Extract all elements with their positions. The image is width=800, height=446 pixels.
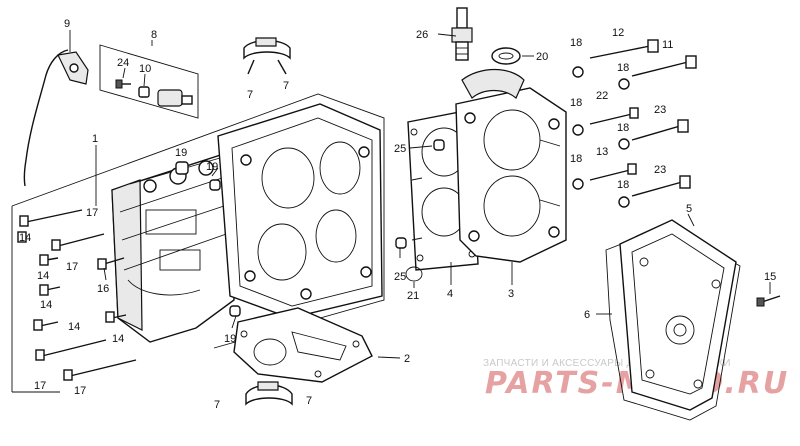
part-23-bolt-bottom xyxy=(631,175,691,197)
callout-14-e: 14 xyxy=(112,333,124,345)
part-1-cylinder-block xyxy=(111,151,235,343)
part-19-dowel-c xyxy=(229,305,241,317)
part-18-washers xyxy=(572,66,630,208)
callout-20: 20 xyxy=(536,51,548,63)
callout-26: 26 xyxy=(416,29,428,41)
part-21-o-ring xyxy=(405,266,423,282)
part-2-gasket xyxy=(233,307,373,383)
callout-23-b: 23 xyxy=(654,164,666,176)
callout-7-d: 7 xyxy=(306,395,312,407)
part-19-dowel-b xyxy=(209,179,221,191)
part-14-bolt-c xyxy=(39,284,61,296)
part-8-frame xyxy=(99,44,199,119)
callout-6: 6 xyxy=(584,309,590,321)
part-26-spark-plug xyxy=(451,7,473,61)
callout-18-d: 18 xyxy=(617,122,629,134)
callout-3: 3 xyxy=(508,288,514,300)
callout-19-c: 19 xyxy=(224,333,236,345)
part-11-bolt xyxy=(631,55,697,77)
block-group-frame xyxy=(11,93,385,393)
part-20-seal xyxy=(491,47,521,65)
part-15-bolt xyxy=(756,295,781,307)
part-25-dowel xyxy=(395,139,445,249)
part-14-bolt-b xyxy=(39,254,59,266)
callout-18-a: 18 xyxy=(570,37,582,49)
part-14-bolt-d xyxy=(33,319,59,331)
part-17-bolt-bottom xyxy=(63,359,137,381)
callout-17-c: 17 xyxy=(34,380,46,392)
callout-4: 4 xyxy=(447,288,453,300)
callout-21: 21 xyxy=(407,290,419,302)
part-10-washer xyxy=(138,86,150,98)
callout-19-a: 19 xyxy=(175,147,187,159)
part-17-bolt-top xyxy=(19,209,83,227)
callout-24: 24 xyxy=(117,57,129,69)
callout-1: 1 xyxy=(92,133,98,145)
part-17-bolt-mid xyxy=(51,233,105,251)
callout-7-c: 7 xyxy=(214,399,220,411)
part-crankcase-casting xyxy=(217,103,383,319)
callout-10: 10 xyxy=(139,63,151,75)
callout-14-b: 14 xyxy=(37,270,49,282)
callout-16: 16 xyxy=(97,283,109,295)
part-16-bolt xyxy=(97,257,125,270)
part-14-bolt-e xyxy=(105,311,127,323)
part-14-bolt-a xyxy=(17,231,27,243)
callout-14-c: 14 xyxy=(40,299,52,311)
part-19-dowel-a xyxy=(175,161,189,175)
part-5-head-cover xyxy=(619,219,737,411)
callout-25-b: 25 xyxy=(394,271,406,283)
callout-18-c: 18 xyxy=(570,97,582,109)
callout-labels: 9 8 24 10 1 7 7 19 19 19 17 14 17 14 16 … xyxy=(19,18,776,411)
part-7-collar-bottom xyxy=(245,381,293,406)
watermark-caption: ЗАПЧАСТИ И АКСЕССУАРЫ ДЛЯ МОТОТЕХНИКИ xyxy=(483,358,731,369)
callout-19-b: 19 xyxy=(206,161,218,173)
callout-17-a: 17 xyxy=(86,207,98,219)
part-7-collar-top xyxy=(243,37,291,75)
part-9-sensor-lead xyxy=(23,49,89,187)
callout-18-e: 18 xyxy=(570,153,582,165)
part-24-screw xyxy=(115,79,131,89)
callout-2: 2 xyxy=(404,353,410,365)
callout-18-b: 18 xyxy=(617,62,629,74)
callout-22: 22 xyxy=(596,90,608,102)
callout-17-b: 17 xyxy=(66,261,78,273)
callout-7-b: 7 xyxy=(283,80,289,92)
callout-15: 15 xyxy=(764,271,776,283)
part-23-bolt-top xyxy=(631,119,689,141)
callout-23-a: 23 xyxy=(654,104,666,116)
part-13-stud xyxy=(589,163,637,181)
part-3-cylinder-head xyxy=(455,69,567,263)
callout-18-f: 18 xyxy=(617,179,629,191)
part-8-sensor xyxy=(157,89,193,107)
callout-14-a: 14 xyxy=(19,232,31,244)
callout-11: 11 xyxy=(662,39,673,51)
callout-17-d: 17 xyxy=(74,385,86,397)
leader-lines xyxy=(69,30,771,359)
part-22-stud xyxy=(589,107,639,125)
callout-25-a: 25 xyxy=(394,143,406,155)
callout-7-a: 7 xyxy=(247,89,253,101)
part-12-stud xyxy=(589,39,659,59)
part-17-bolt-long xyxy=(35,339,107,361)
callout-5: 5 xyxy=(686,203,692,215)
callout-14-d: 14 xyxy=(68,321,80,333)
callout-13: 13 xyxy=(596,146,608,158)
callout-9: 9 xyxy=(64,18,70,30)
callout-12: 12 xyxy=(612,27,624,39)
callout-8: 8 xyxy=(151,29,157,41)
